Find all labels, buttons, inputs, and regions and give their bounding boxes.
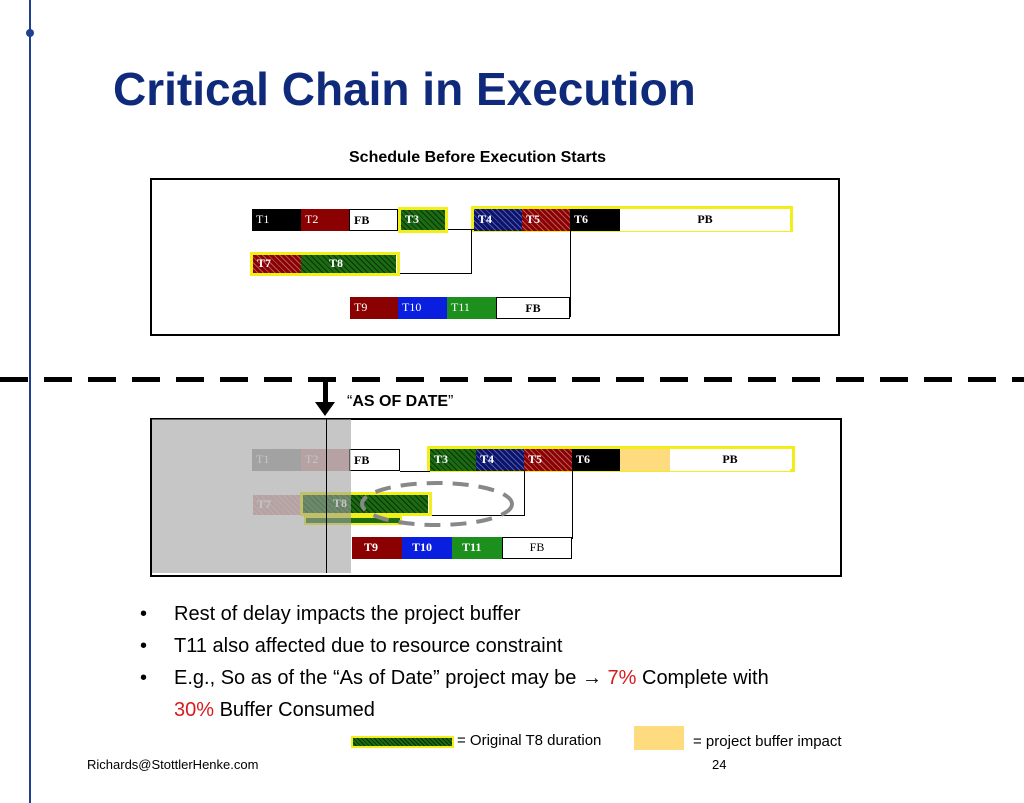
- elapsed-time-shading: [152, 419, 351, 573]
- task-t3: T3: [430, 449, 476, 471]
- percent-complete: 7%: [607, 667, 637, 689]
- connector: [471, 229, 472, 273]
- page-number: 24: [712, 757, 727, 772]
- task-t7: T7: [253, 255, 301, 273]
- task-t11: T11: [447, 297, 496, 319]
- task-t4: T4: [474, 209, 522, 231]
- legend-pb-label: = project buffer impact: [693, 733, 842, 750]
- bullet-item: T11 also affected due to resource constr…: [132, 630, 892, 662]
- t7-t8-outline: [250, 252, 400, 276]
- project-buffer: PB: [670, 449, 790, 471]
- feeding-buffer: FB: [349, 449, 400, 471]
- as-of-date-line: [326, 419, 327, 573]
- task-t3: T3: [398, 207, 448, 233]
- connector: [448, 229, 474, 230]
- feeding-buffer: FB: [349, 209, 398, 231]
- left-rule: [29, 0, 31, 803]
- bullet-item: E.g., So as of the “As of Date” project …: [132, 662, 892, 726]
- as-of-arrowhead-icon: [315, 402, 335, 416]
- connector: [570, 231, 571, 317]
- impact-ellipse: [360, 481, 514, 527]
- bullet-dot: [26, 29, 34, 37]
- legend-t8-label: = Original T8 duration: [457, 732, 602, 749]
- task-t11: T11: [452, 537, 502, 559]
- diagram-subtitle: Schedule Before Execution Starts: [349, 149, 606, 166]
- task-t8: T8: [301, 255, 396, 273]
- task-t1: T1: [252, 209, 301, 231]
- task-t10: T10: [402, 537, 452, 559]
- legend-pb-swatch: [634, 726, 684, 750]
- task-t9: T9: [350, 297, 398, 319]
- feeding-buffer: FB: [496, 297, 570, 319]
- bullet-item: Rest of delay impacts the project buffer: [132, 598, 892, 630]
- task-t4: T4: [476, 449, 524, 471]
- footer-email: Richards@StottlerHenke.com: [87, 757, 259, 772]
- project-buffer: PB: [620, 209, 790, 231]
- task-t5: T5: [522, 209, 570, 231]
- feeding-buffer: FB: [502, 537, 572, 559]
- project-buffer-impact: [620, 449, 670, 471]
- connector: [524, 471, 525, 515]
- percent-buffer: 30%: [174, 699, 215, 721]
- as-of-date-label: “AS OF DATE”: [347, 393, 454, 410]
- connector: [572, 471, 573, 539]
- task-t6: T6: [572, 449, 620, 471]
- legend-t8-swatch: [351, 736, 454, 748]
- connector: [400, 471, 430, 472]
- task-t5: T5: [524, 449, 572, 471]
- right-arrow-icon: →: [581, 667, 602, 689]
- as-of-arrow-icon: [323, 382, 328, 404]
- task-t6: T6: [570, 209, 620, 231]
- bullet-list: Rest of delay impacts the project buffer…: [132, 598, 892, 726]
- task-t2: T2: [301, 209, 349, 231]
- slide-title: Critical Chain in Execution: [113, 63, 696, 115]
- schedule-before-frame: T1 T2 FB T3 T4 T5 T6 PB T7 T8 T9 T10 T11…: [150, 178, 840, 336]
- connector: [398, 273, 472, 274]
- dashed-divider: [0, 377, 1024, 382]
- connector: [428, 515, 525, 516]
- task-t9: T9: [352, 537, 402, 559]
- task-t10: T10: [398, 297, 447, 319]
